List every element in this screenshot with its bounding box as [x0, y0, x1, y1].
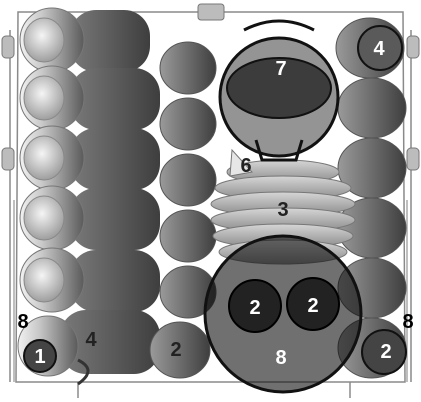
cup-row-1: [20, 8, 150, 72]
pot-circle-6: [220, 21, 338, 160]
cup-row-2: [20, 66, 160, 130]
callout-8-right: 8: [402, 311, 413, 333]
cup-row-3: [20, 126, 160, 190]
callout-8-left: 8: [17, 311, 28, 333]
callout-2-center-left: 2: [249, 297, 260, 319]
callout-2-bottom-right: 2: [380, 341, 391, 363]
callout-2-center-right: 2: [307, 295, 318, 317]
callout-7: 8: [275, 347, 286, 369]
callout-2-bottom-middle: 2: [170, 339, 181, 361]
callout-4-top: 4: [373, 38, 385, 60]
cup-row-4: [20, 186, 160, 250]
callout-3: 3: [277, 199, 288, 221]
cup-row-5: [20, 248, 160, 312]
callout-4-bottom: 4: [85, 329, 97, 351]
callout-6: 7: [275, 58, 286, 80]
callout-5: 6: [240, 155, 251, 177]
callout-1: 1: [34, 346, 45, 368]
cups-left-column: [18, 8, 160, 384]
